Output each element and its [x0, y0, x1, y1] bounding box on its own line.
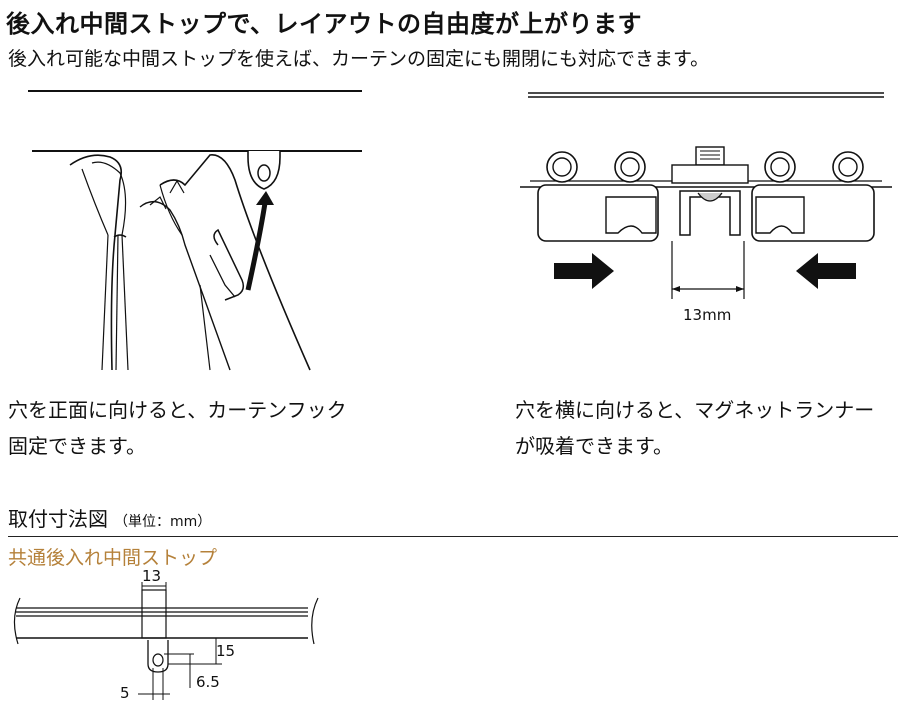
- section-title: 取付寸法図 （単位：mm）: [8, 503, 211, 532]
- dimension-label-13mm: 13mm: [683, 306, 732, 324]
- dim-label-15: 15: [216, 642, 236, 660]
- curtain-hook-illustration: [28, 90, 362, 371]
- dim-label-5: 5: [120, 684, 130, 702]
- section-subheading: 共通後入れ中間ストップ: [8, 547, 218, 569]
- section-unit: （単位：mm）: [114, 514, 212, 530]
- dim-label-13: 13: [142, 567, 162, 585]
- left-caption: 穴を正面に向けると、カーテンフック 固定できます。: [8, 392, 347, 464]
- page-subtitle: 後入れ可能な中間ストップを使えば、カーテンの固定にも開閉にも対応できます。: [8, 48, 710, 70]
- dim-label-6-5: 6.5: [196, 673, 220, 691]
- right-caption-line2: が吸着できます。: [515, 434, 673, 458]
- dimension-drawing: [13, 582, 319, 700]
- section-divider: [8, 536, 898, 537]
- right-caption-line1: 穴を横に向けると、マグネットランナー: [515, 398, 875, 422]
- left-caption-line2: 固定できます。: [8, 434, 146, 458]
- left-caption-line1: 穴を正面に向けると、カーテンフック: [8, 398, 347, 422]
- magnet-runner-illustration: [520, 92, 892, 299]
- page-title: 後入れ中間ストップで、レイアウトの自由度が上がります: [6, 10, 643, 38]
- right-caption: 穴を横に向けると、マグネットランナー が吸着できます。: [515, 392, 874, 464]
- section-title-text: 取付寸法図: [8, 507, 108, 531]
